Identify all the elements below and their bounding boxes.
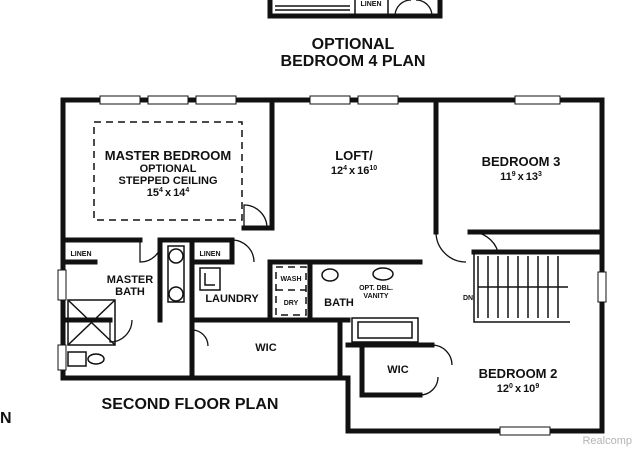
fixtures — [67, 245, 394, 367]
master-bath-line1: MASTER — [107, 274, 154, 286]
watermark: Realcomp — [582, 435, 632, 447]
windows — [57, 95, 607, 436]
vanity-label-line2: VANITY — [363, 293, 388, 300]
doors — [109, 204, 499, 396]
wic-small-label: WIC — [387, 364, 408, 376]
stairs — [477, 256, 568, 318]
wic-main-label: WIC — [255, 342, 276, 354]
wash-dry-outline — [275, 266, 307, 316]
master-bedroom-label: MASTER BEDROOM — [105, 148, 231, 163]
master-bath-line2: BATH — [115, 286, 145, 298]
stair-down-label: DN — [463, 295, 473, 302]
master-bedroom-note1: OPTIONAL — [140, 163, 197, 175]
plan-title: SECOND FLOOR PLAN — [102, 396, 279, 413]
bedroom2-label: BEDROOM 2 — [479, 366, 558, 381]
left-edge-fragment: N — [0, 410, 12, 427]
laundry-label: LAUNDRY — [205, 293, 259, 305]
interior-walls — [60, 97, 605, 398]
optional-title-line2: BEDROOM 4 PLAN — [281, 53, 426, 70]
bath-label: BATH — [324, 297, 354, 309]
loft-label: LOFT/ — [335, 148, 373, 163]
bedroom3-label: BEDROOM 3 — [482, 154, 561, 169]
linen-left-label: LINEN — [71, 251, 92, 258]
master-bedroom-note2: STEPPED CEILING — [118, 175, 217, 187]
stepped-ceiling-outline — [93, 121, 243, 221]
vanity-label-line1: OPT. DBL. — [359, 285, 393, 292]
inset-linen-label: LINEN — [361, 1, 382, 8]
optional-title-line1: OPTIONAL — [312, 36, 395, 53]
wash-label: WASH — [281, 276, 302, 283]
dry-label: DRY — [284, 300, 299, 307]
linen-mid-label: LINEN — [200, 251, 221, 258]
optional-bedroom-inset: LINEN — [267, 0, 443, 19]
